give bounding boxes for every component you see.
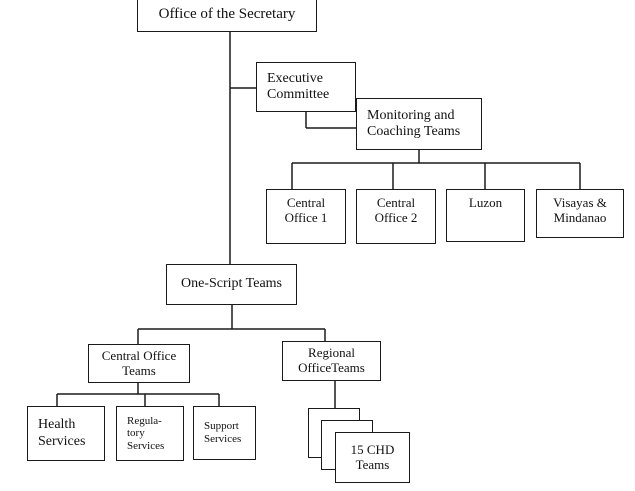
health-services-label: Health Services (38, 417, 86, 449)
one-script-teams-label: One-Script Teams (180, 276, 282, 292)
central-office-teams-box: Central Office Teams (88, 344, 190, 383)
luzon-box: Luzon (446, 189, 525, 242)
support-services-box: Support Services (193, 406, 256, 460)
visayas-mindanao-box: Visayas & Mindanao (536, 189, 624, 238)
office-of-the-secretary-box: Office of the Secretary (137, 0, 317, 32)
one-script-teams-box: One-Script Teams (166, 264, 297, 305)
central-office-teams-label: Central Office Teams (101, 347, 177, 378)
visayas-mindanao-label: Visayas & Mindanao (553, 195, 607, 225)
executive-committee-label: Executive Committee (267, 70, 330, 102)
monitoring-coaching-teams-box: Monitoring and Coaching Teams (356, 98, 482, 150)
monitoring-coaching-teams-label: Monitoring and Coaching Teams (367, 107, 461, 139)
executive-committee-box: Executive Committee (256, 62, 356, 112)
support-services-label: Support Services (204, 420, 242, 445)
luzon-label: Luzon (468, 195, 503, 210)
central-office-2-box: Central Office 2 (356, 189, 436, 244)
central-office-1-box: Central Office 1 (266, 189, 346, 244)
chd-teams-box: 15 CHD Teams (335, 432, 410, 483)
regional-office-teams-label: Regional OfficeTeams (298, 345, 365, 375)
regional-office-teams-box: Regional OfficeTeams (282, 341, 381, 381)
central-office-1-label: Central Office 1 (284, 195, 328, 225)
chd-teams-label: 15 CHD Teams (350, 441, 395, 472)
regulatory-services-label: Regula- tory Services (127, 414, 165, 452)
central-office-2-label: Central Office 2 (374, 195, 418, 225)
regulatory-services-box: Regula- tory Services (116, 406, 184, 461)
health-services-box: Health Services (27, 406, 105, 461)
office-of-the-secretary-label: Office of the Secretary (158, 6, 296, 23)
